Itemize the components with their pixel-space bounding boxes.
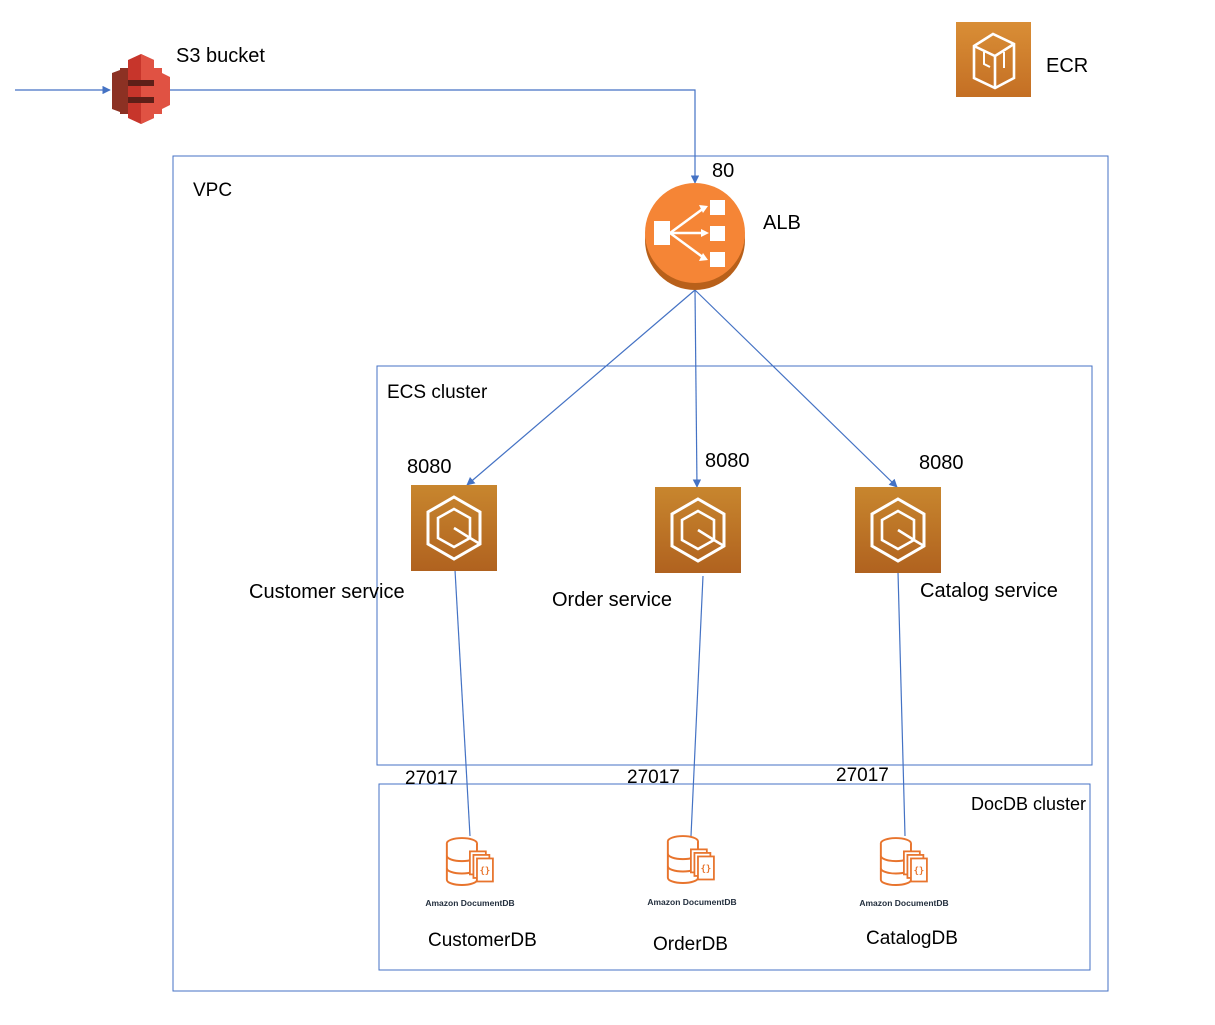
order-db-icon-caption: Amazon DocumentDB [647, 897, 736, 907]
customer-service-port-label: 8080 [407, 456, 452, 478]
docdb-cluster-boundary [378, 783, 1091, 971]
catalog-db-icon-caption: Amazon DocumentDB [859, 898, 948, 908]
s3-to-alb-connector [170, 89, 700, 184]
catalog-service-label: Catalog service [920, 580, 1058, 602]
ecs-cluster-boundary [376, 365, 1093, 766]
ecs-cluster-label: ECS cluster [387, 382, 488, 403]
order-db-documentdb-icon [666, 835, 715, 885]
catalog-db-label: CatalogDB [866, 928, 958, 949]
load-balancer-icon [645, 183, 745, 290]
catalog-to-db-connector [897, 571, 906, 837]
docdb-cluster-label: DocDB cluster [971, 794, 1086, 814]
customer-to-db-connector [454, 569, 471, 837]
alb-port-label: 80 [712, 160, 734, 182]
alb-to-order-connector [692, 289, 702, 488]
alb-to-customer-connector [466, 289, 696, 486]
order-service-label: Order service [552, 589, 672, 611]
customer-db-port-label: 27017 [405, 768, 458, 789]
order-service-ecs-icon [655, 487, 741, 573]
order-db-port-label: 27017 [627, 767, 680, 788]
ecr-label: ECR [1046, 55, 1088, 77]
s3-bucket-icon [112, 54, 170, 124]
ecr-icon [956, 22, 1031, 97]
s3-bucket-label: S3 bucket [176, 45, 265, 67]
customer-db-icon-caption: Amazon DocumentDB [425, 898, 514, 908]
order-service-port-label: 8080 [705, 450, 750, 472]
customer-service-label: Customer service [249, 581, 405, 603]
vpc-label: VPC [193, 180, 232, 201]
catalog-db-port-label: 27017 [836, 765, 889, 786]
catalog-db-documentdb-icon [879, 837, 928, 887]
alb-to-catalog-connector [694, 289, 898, 488]
customer-service-ecs-icon [411, 485, 497, 571]
vpc-boundary [172, 155, 1109, 992]
customer-db-documentdb-icon [445, 837, 494, 887]
order-to-db-connector [690, 575, 704, 837]
catalog-service-ecs-icon [855, 487, 941, 573]
alb-label: ALB [763, 212, 801, 234]
catalog-service-port-label: 8080 [919, 452, 964, 474]
order-db-label: OrderDB [653, 934, 728, 955]
customer-db-label: CustomerDB [428, 930, 537, 951]
